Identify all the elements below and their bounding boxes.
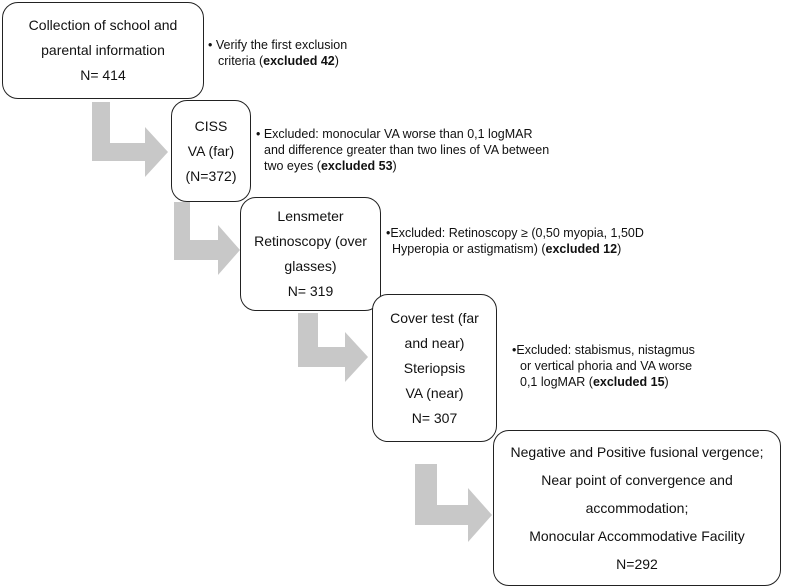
note-line: Hyperopia or astigmatism) (excluded 12) xyxy=(392,242,622,256)
note-line: criteria (excluded 42) xyxy=(218,54,339,68)
excluded-count: excluded 42 xyxy=(263,54,335,68)
box-lensmeter: Lensmeter Retinoscopy (over glasses) N= … xyxy=(240,197,381,311)
box-line: Collection of school and xyxy=(28,17,178,33)
note-line: and difference greater than two lines of… xyxy=(264,143,550,157)
exclusion-note-4: •Excluded: stabismus, nistagmus or verti… xyxy=(512,342,695,390)
elbow-arrow-4 xyxy=(415,464,492,542)
exclusion-note-1: • Verify the first exclusion criteria (e… xyxy=(208,37,347,69)
note-line: or vertical phoria and VA worse xyxy=(520,359,693,373)
box-line: glasses) xyxy=(284,258,337,274)
excluded-count: excluded 53 xyxy=(320,159,393,173)
box-line: Steriopsis xyxy=(403,359,466,376)
box-line: Monocular Accommodative Facility xyxy=(529,528,745,544)
elbow-arrow-3 xyxy=(298,313,368,382)
box-count: N= 319 xyxy=(287,283,334,299)
note-line: • Verify the first exclusion xyxy=(208,38,348,52)
elbow-arrow-1 xyxy=(92,102,168,177)
box-line: Negative and Positive fusional vergence; xyxy=(510,444,764,460)
box-line: Lensmeter xyxy=(277,208,344,224)
note-line: • Excluded: monocular VA worse than 0,1 … xyxy=(256,127,533,141)
box-line: accommodation; xyxy=(585,500,689,516)
box-ciss: CISS VA (far) (N=372) xyxy=(171,100,251,202)
box-line: Near point of convergence and xyxy=(541,472,733,488)
box-line: VA (far) xyxy=(187,142,235,159)
box-count: N= 414 xyxy=(80,67,126,83)
note-line: •Excluded: Retinoscopy ≥ (0,50 myopia, 1… xyxy=(386,226,644,240)
box-count: N=292 xyxy=(616,556,658,572)
excluded-count: excluded 12 xyxy=(545,242,618,256)
note-line: •Excluded: stabismus, nistagmus xyxy=(512,343,695,357)
box-line: VA (near) xyxy=(405,384,464,401)
exclusion-note-3: •Excluded: Retinoscopy ≥ (0,50 myopia, 1… xyxy=(386,225,644,257)
box-line: Cover test (far xyxy=(390,309,479,326)
box-line: Retinoscopy (over xyxy=(254,233,367,249)
excluded-count: excluded 15 xyxy=(592,375,665,389)
box-count: (N=372) xyxy=(185,167,237,184)
note-line: 0,1 logMAR (excluded 15) xyxy=(520,375,669,389)
box-final-tests: Negative and Positive fusional vergence;… xyxy=(493,430,781,586)
box-line: CISS xyxy=(194,117,228,134)
exclusion-note-2: • Excluded: monocular VA worse than 0,1 … xyxy=(256,126,549,174)
box-line: and near) xyxy=(404,334,465,351)
box-collection: Collection of school and parental inform… xyxy=(2,2,204,99)
box-count: N= 307 xyxy=(411,409,458,426)
elbow-arrow-2 xyxy=(174,202,240,275)
box-line: parental information xyxy=(41,42,165,58)
box-cover-test: Cover test (far and near) Steriopsis VA … xyxy=(372,294,497,442)
note-line: two eyes (excluded 53) xyxy=(264,159,397,173)
